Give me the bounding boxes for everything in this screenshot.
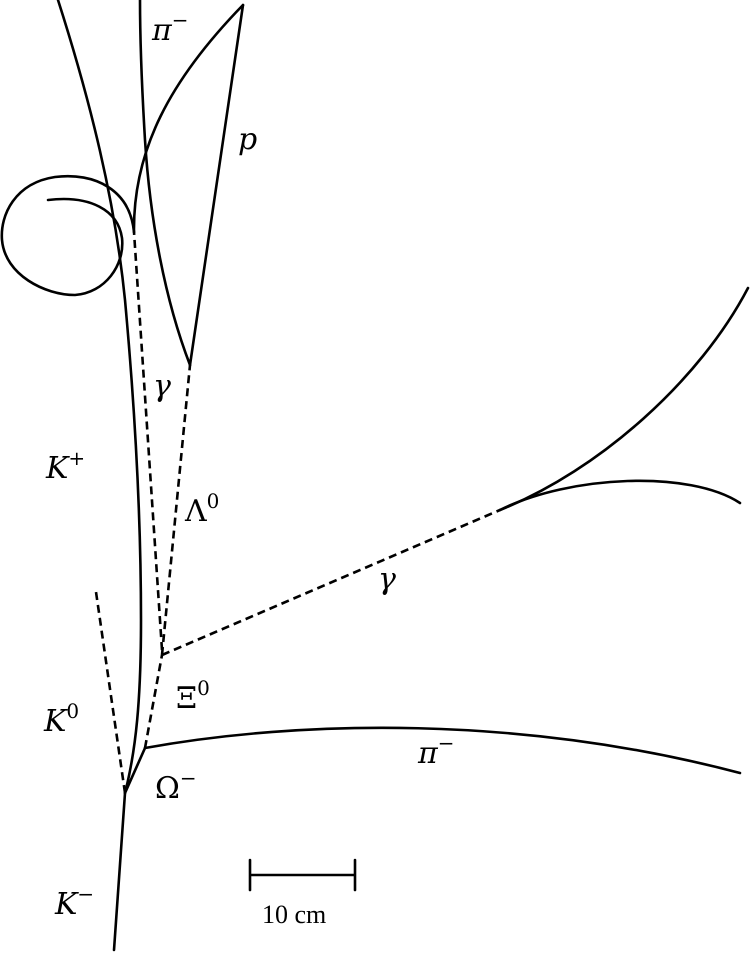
label-base: Ω — [155, 771, 180, 806]
lambda0-track — [160, 364, 192, 656]
pair-track-up — [498, 286, 750, 512]
omega-minus-track — [123, 746, 147, 795]
label-sup: 0 — [66, 699, 80, 723]
label-base: K — [55, 887, 78, 922]
scale-bar — [248, 858, 357, 892]
label-base: π — [152, 13, 172, 48]
xi0-track — [143, 654, 164, 749]
label-sup: 0 — [206, 489, 220, 513]
label-omega-minus: Ω− — [155, 768, 197, 806]
gamma-upper-track — [132, 231, 164, 651]
gamma-right-track — [161, 508, 501, 657]
label-sup: + — [68, 446, 86, 470]
label-sup: − — [179, 766, 197, 790]
pi-minus-top-track — [138, 0, 192, 367]
label-gamma-upper: γ — [153, 372, 171, 402]
pair-track-right — [498, 479, 742, 512]
k-plus-track — [56, 0, 143, 795]
label-pi-minus-top: π− — [152, 10, 188, 48]
label-gamma-right: γ — [378, 565, 396, 595]
label-sup: 0 — [197, 676, 210, 700]
label-k-plus: K+ — [46, 448, 85, 486]
label-pi-minus-bottom: π− — [418, 733, 454, 771]
label-base: γ — [153, 369, 171, 404]
scale-bar-label: 10 cm — [262, 900, 327, 929]
label-base: Λ — [185, 494, 207, 529]
label-lambda0: Λ0 — [185, 491, 219, 529]
label-k0: K0 — [44, 701, 79, 739]
label-base: K — [44, 704, 67, 739]
electron-track-upper — [132, 3, 245, 234]
label-xi0: Ξ0 — [176, 678, 210, 716]
label-sup: − — [437, 731, 455, 755]
label-base: K — [46, 451, 69, 486]
label-sup: − — [171, 8, 189, 32]
k-minus-track — [112, 791, 127, 952]
label-base: γ — [378, 562, 396, 597]
label-base: π — [418, 736, 438, 771]
label-sup: − — [77, 882, 95, 906]
label-k-minus: K− — [55, 884, 94, 922]
k0-track — [94, 591, 127, 794]
electron-spiral-track — [0, 174, 136, 297]
label-base: p — [238, 122, 258, 157]
proton-track — [188, 3, 245, 367]
pi-minus-bottom-track — [143, 726, 742, 775]
label-base: Ξ — [176, 681, 198, 716]
label-proton: p — [238, 125, 257, 155]
